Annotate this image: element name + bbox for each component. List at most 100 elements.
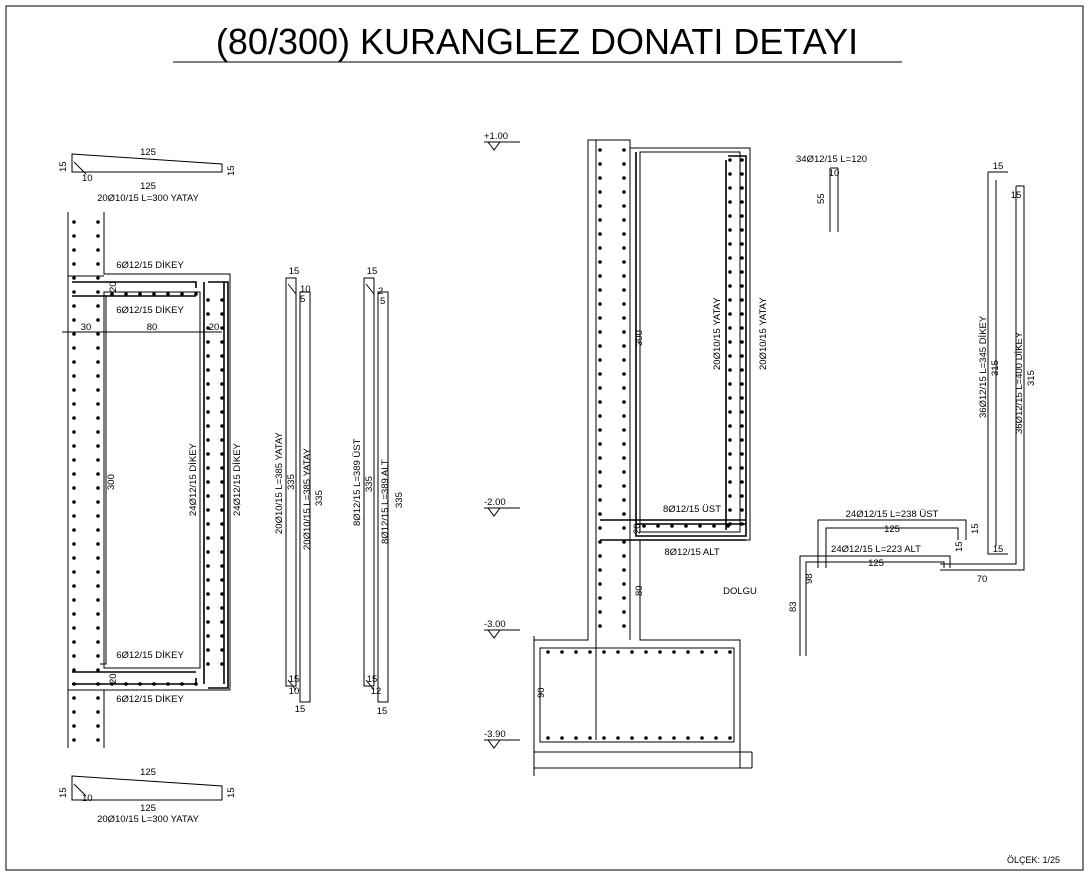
rebar-dot <box>72 248 76 252</box>
rebar-dot <box>72 486 76 490</box>
section-yatay-2: 20Ø10/15 YATAY <box>758 297 769 370</box>
rebar-dot <box>72 374 76 378</box>
svg-text:315: 315 <box>990 360 1001 376</box>
rebar-dot <box>598 204 602 208</box>
rebar-dot <box>622 148 626 152</box>
rebar-dot <box>206 536 210 540</box>
rebar-dot <box>598 470 602 474</box>
rebar-dot <box>96 402 100 406</box>
rebar-dot <box>220 382 224 386</box>
rebar-dot <box>72 528 76 532</box>
rebar-dot <box>96 612 100 616</box>
rebar-dot <box>220 298 224 302</box>
rebar-dot <box>622 330 626 334</box>
rebar-dot <box>96 290 100 294</box>
svg-text:335: 335 <box>314 490 325 506</box>
rebar-dot <box>220 368 224 372</box>
rebar-dot <box>740 270 744 274</box>
rebar-dot <box>152 292 156 296</box>
rebar-dot <box>96 360 100 364</box>
rebar-dot <box>728 354 732 358</box>
rebar-dot <box>740 452 744 456</box>
rebar-dot <box>206 564 210 568</box>
rebar-dot <box>740 494 744 498</box>
plan-side-outer-label: 24Ø12/15 DİKEY <box>232 442 243 516</box>
rebar-dot <box>206 340 210 344</box>
svg-text:125: 125 <box>140 181 156 192</box>
rebar-dot <box>72 626 76 630</box>
rebar-dot <box>622 428 626 432</box>
rebar-dot <box>96 416 100 420</box>
rebar-dot <box>740 284 744 288</box>
rebar-dot <box>714 650 718 654</box>
plan-top-bar: 125 15 15 10 125 20Ø10/15 L=300 YATAY <box>58 147 237 204</box>
svg-text:83: 83 <box>788 601 799 612</box>
rebar-dot <box>622 232 626 236</box>
rebar-dot <box>622 442 626 446</box>
rebar-dot <box>622 204 626 208</box>
rebar-dot <box>166 682 170 686</box>
rebar-dot <box>598 414 602 418</box>
rebar-dot <box>728 298 732 302</box>
rebar-dot <box>72 556 76 560</box>
rebar-dot <box>728 186 732 190</box>
rebar-dot <box>740 340 744 344</box>
rebar-dot <box>672 736 676 740</box>
rebar-dot <box>622 512 626 516</box>
rebar-dot <box>72 262 76 266</box>
svg-text:15: 15 <box>58 161 69 172</box>
rebar-dot <box>740 172 744 176</box>
rebar-dot <box>220 508 224 512</box>
rebar-dot <box>206 396 210 400</box>
rebar-dot <box>740 298 744 302</box>
rebar-dot <box>96 304 100 308</box>
rebar-dot <box>96 584 100 588</box>
rebar-dot <box>598 190 602 194</box>
svg-text:34Ø12/15 L=120: 34Ø12/15 L=120 <box>796 154 867 165</box>
rebar-dot <box>728 172 732 176</box>
section-dolgu: DOLGU <box>723 586 757 597</box>
rebar-dot <box>598 400 602 404</box>
rebar-dot <box>180 292 184 296</box>
rebar-dot <box>166 292 170 296</box>
rebar-dot <box>206 438 210 442</box>
rebar-dot <box>206 354 210 358</box>
plan-dim-20-top: 20 <box>108 281 119 292</box>
rebar-dot <box>72 332 76 336</box>
rebar-dot <box>96 696 100 700</box>
rebar-dot <box>728 368 732 372</box>
rebar-dot <box>728 158 732 162</box>
rebar-dot <box>622 610 626 614</box>
section-alt-label: 8Ø12/15 ALT <box>664 547 719 558</box>
rebar-dot <box>110 682 114 686</box>
rebar-dot <box>220 536 224 540</box>
rebar-dot <box>740 466 744 470</box>
svg-text:15: 15 <box>295 704 306 715</box>
svg-text:+1.00: +1.00 <box>484 131 508 142</box>
rebar-dot <box>598 218 602 222</box>
rebar-dot <box>622 568 626 572</box>
scale-label: ÖLÇEK: 1/25 <box>1007 855 1060 865</box>
svg-text:10: 10 <box>829 168 840 179</box>
rebar-dot <box>622 162 626 166</box>
rebar-dot <box>622 176 626 180</box>
rebar-dot <box>72 612 76 616</box>
svg-text:315: 315 <box>1026 370 1037 386</box>
rebar-dot <box>72 710 76 714</box>
rebar-dot <box>598 246 602 250</box>
rebar-dot <box>598 624 602 628</box>
svg-text:24Ø12/15 L=223 ALT: 24Ø12/15 L=223 ALT <box>831 544 921 555</box>
svg-text:20Ø10/15 L=385 YATAY: 20Ø10/15 L=385 YATAY <box>302 447 313 550</box>
svg-text:15: 15 <box>289 266 300 277</box>
rebar-dot <box>220 564 224 568</box>
rebar-dot <box>72 458 76 462</box>
rebar-dot <box>152 682 156 686</box>
svg-text:-3.90: -3.90 <box>484 729 506 740</box>
l-bar-alt: 24Ø12/15 L=223 ALT 125 15 83 <box>788 541 965 656</box>
rebar-dot <box>72 514 76 518</box>
rebar-dot <box>138 292 142 296</box>
rebar-dot <box>206 466 210 470</box>
rebar-dot <box>194 292 198 296</box>
rebar-dot <box>598 316 602 320</box>
rebar-dot <box>220 634 224 638</box>
